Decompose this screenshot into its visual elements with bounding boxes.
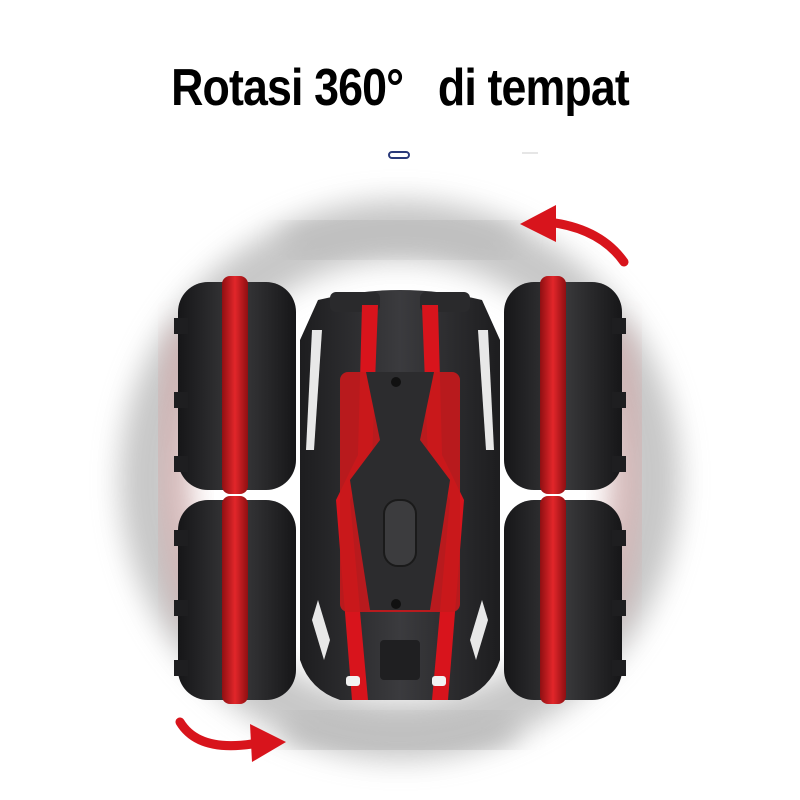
pill-indicator-icon	[388, 151, 410, 159]
wheel-rear-right	[504, 496, 626, 704]
rotate-arrow-top-right	[520, 205, 629, 267]
wheel-front-left	[174, 276, 296, 494]
car-body	[300, 290, 500, 700]
decorative-dash	[522, 152, 538, 154]
wheel-front-right	[504, 276, 626, 494]
wheel-rear-left	[174, 496, 296, 704]
page-title: Rotasi 360° di tempat	[171, 59, 630, 117]
rotate-arrow-bottom-left	[175, 717, 286, 762]
